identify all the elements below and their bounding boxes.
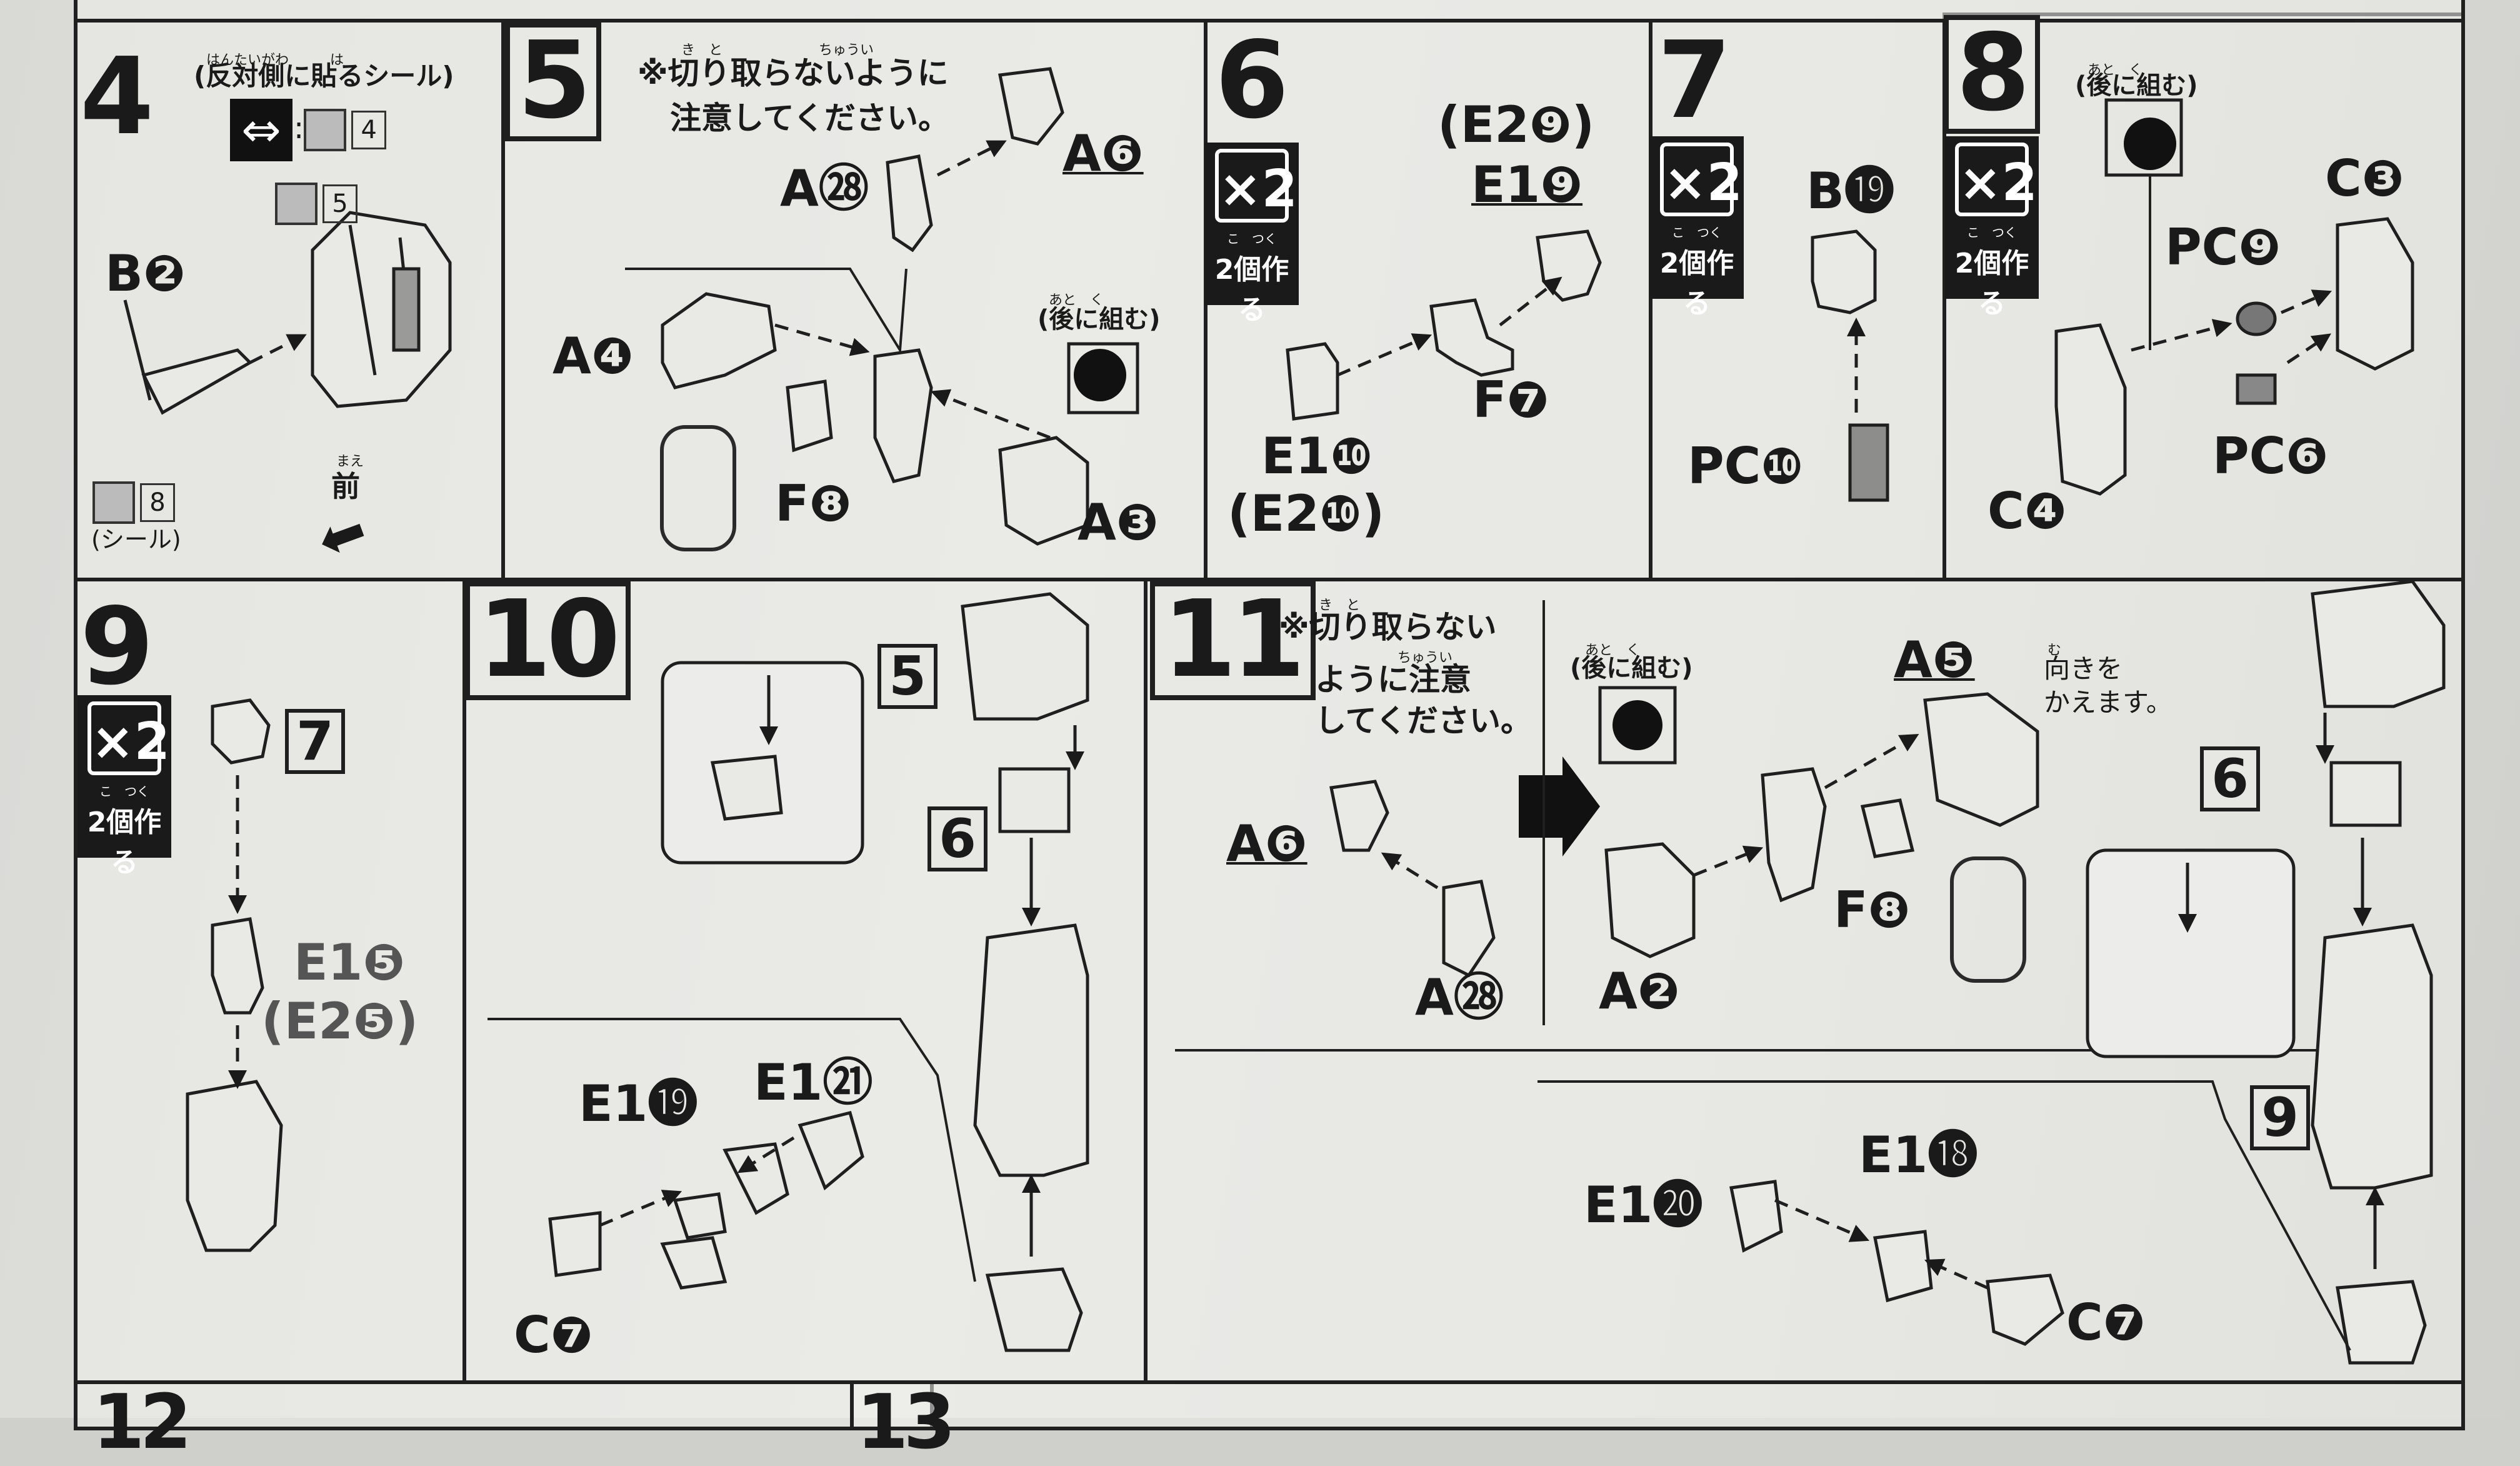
panel-12 xyxy=(74,1380,934,1430)
step-number-13: 13 xyxy=(856,1379,956,1466)
p11-after: (後に組む) xyxy=(1570,654,1693,683)
top-strip xyxy=(74,0,2465,23)
p10-part-c7: C❼ xyxy=(514,1306,593,1364)
x2-label: ×2 xyxy=(1215,149,1298,223)
p11-turn-line1: 向きを xyxy=(2044,653,2123,684)
p9-part-e2-5: (E2❺) xyxy=(261,992,419,1050)
p11-part-f8: F❽ xyxy=(1834,881,1911,939)
p11-ref-6: 6 xyxy=(2200,746,2260,811)
p11-note-line2: ように注意 xyxy=(1315,661,1471,698)
p5-after: (後に組む) xyxy=(1038,305,1161,334)
x2-furigana: こ つく xyxy=(99,784,149,799)
p11-turn-furigana: む xyxy=(2048,643,2062,658)
p6-part-e1-10: E1❿ xyxy=(1261,427,1373,485)
p4-note: (反対側に貼るシール) xyxy=(194,61,454,91)
x2-text: 2個作る xyxy=(1214,254,1289,326)
p8-make-two-badge: ×2 こ つく 2個作る xyxy=(1945,136,2039,319)
p7-part-pc10: PC❿ xyxy=(1688,437,1804,495)
p7-make-two-badge: ×2 こ つく 2個作る xyxy=(1650,136,1744,319)
p9-ref-7: 7 xyxy=(285,709,345,774)
p8-part-pc6: PC❻ xyxy=(2212,427,2329,485)
p4-front: 前 xyxy=(331,469,360,503)
p8-part-c4: C❹ xyxy=(1988,482,2067,540)
p11-note-line3: してください。 xyxy=(1315,703,1532,739)
p4-part-b2: B❷ xyxy=(105,244,186,303)
p4-sticker-label: (シール) xyxy=(91,526,181,553)
p8-part-c3: C❸ xyxy=(2325,149,2404,208)
p11-note-line1: ※切り取らない xyxy=(1279,609,1497,645)
p6-part-e1-9: E1❾ xyxy=(1471,156,1583,214)
step-number-11: 11 xyxy=(1150,581,1316,700)
p11-after-furigana: あと く xyxy=(1585,643,1641,658)
p11-note-furigana-2: ちゅうい xyxy=(1398,650,1453,666)
p8-after-furigana: あと く xyxy=(2088,63,2143,78)
x2-label: ×2 xyxy=(1660,143,1742,216)
p10-ref-5: 5 xyxy=(878,644,938,709)
p10-ref-6: 6 xyxy=(928,806,988,871)
p5-part-a28: A㉘ xyxy=(780,159,869,218)
step-number-7: 7 xyxy=(1658,19,1731,143)
step-number-4: 4 xyxy=(80,35,154,159)
p5-note-line2: 注意してください。 xyxy=(670,100,949,136)
p5-note-furigana: き と ちゅうい xyxy=(681,43,874,58)
step-number-12: 12 xyxy=(92,1379,192,1466)
x2-text: 2個作る xyxy=(87,806,162,878)
p10-part-e1-19: E1⓳ xyxy=(579,1075,698,1133)
x2-label: ×2 xyxy=(1955,143,2038,216)
p5-note-line1: ※切り取らないように xyxy=(638,55,949,91)
p7-part-b19: B⓳ xyxy=(1806,162,1894,220)
p5-part-a6: A❻ xyxy=(1062,124,1144,183)
p9-part-e1-5: E1❺ xyxy=(294,933,406,992)
p11-turn-line2: かえます。 xyxy=(2044,687,2172,718)
p11-part-a2: A❷ xyxy=(1599,962,1680,1020)
p11-part-a6: A❻ xyxy=(1226,815,1308,873)
x2-furigana: こ つく xyxy=(1227,231,1277,246)
p4-sticker-bottom: 8 xyxy=(92,481,175,524)
p11-ref-9: 9 xyxy=(2250,1085,2310,1150)
x2-text: 2個作る xyxy=(1954,248,2029,319)
p5-part-a4: A❹ xyxy=(552,327,634,385)
p5-part-a3: A❸ xyxy=(1078,493,1159,551)
p4-note-furigana: はんたいがわ は xyxy=(206,53,344,68)
x2-text: 2個作る xyxy=(1659,248,1734,319)
p11-part-e1-20: E1⓴ xyxy=(1584,1176,1703,1234)
p8-after: (後に組む) xyxy=(2075,71,2198,100)
p9-make-two-badge: ×2 こ つく 2個作る xyxy=(78,695,171,878)
p5-after-furigana: あと く xyxy=(1049,293,1104,308)
p11-part-a28: A㉘ xyxy=(1415,968,1504,1027)
step-number-9: 9 xyxy=(80,585,154,709)
step-number-6: 6 xyxy=(1215,19,1289,143)
panel-7 xyxy=(1649,19,1946,581)
p11-part-a5: A❺ xyxy=(1894,631,1975,689)
p6-part-e2-9: (E2❾) xyxy=(1438,96,1595,154)
step-number-5: 5 xyxy=(505,23,602,141)
p11-note-furigana-1: き と xyxy=(1319,598,1361,613)
step-number-10: 10 xyxy=(465,581,631,700)
p4-sticker-top: :4 xyxy=(294,109,387,151)
step-number-8: 8 xyxy=(1944,15,2041,134)
p11-part-e1-18: E1⓲ xyxy=(1859,1126,1978,1184)
p10-part-e1-21: E1㉑ xyxy=(754,1053,873,1112)
swap-sides-icon: ⇔ xyxy=(230,99,292,161)
p11-part-c7: C❼ xyxy=(2066,1293,2146,1352)
x2-furigana: こ つく xyxy=(1967,225,2017,240)
p11-peg-callout xyxy=(1950,856,2026,983)
p5-part-f8: F❽ xyxy=(775,474,852,533)
p5-peg-callout xyxy=(660,425,736,551)
p6-part-f7: F❼ xyxy=(1472,371,1549,429)
x2-furigana: こ つく xyxy=(1672,225,1722,240)
x2-label: ×2 xyxy=(88,701,170,775)
p4-sticker-mid: 5 xyxy=(275,183,358,225)
p4-front-furigana: まえ xyxy=(336,454,364,469)
p8-part-pc9: PC❾ xyxy=(2165,218,2281,276)
p6-make-two-badge: ×2 こ つく 2個作る xyxy=(1205,143,1299,326)
p6-part-e2-10: (E2❿) xyxy=(1228,484,1385,543)
panel-13 xyxy=(850,1380,2465,1430)
